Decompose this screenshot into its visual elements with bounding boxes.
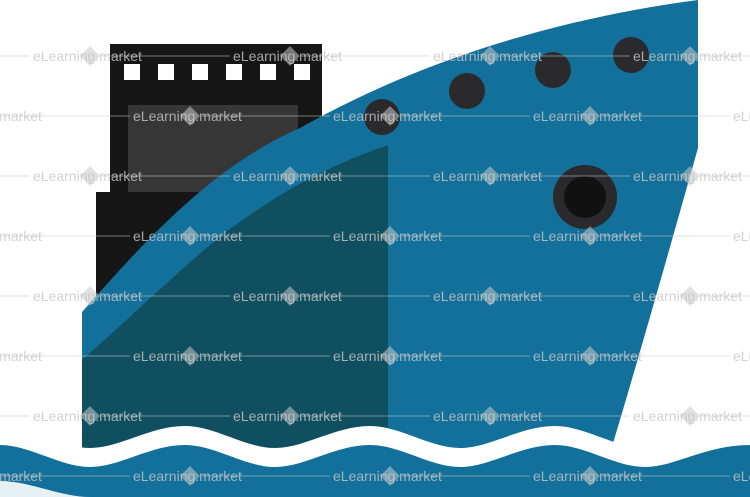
- diamond-badge-icon: [280, 286, 300, 306]
- diamond-badge-icon: [380, 346, 400, 366]
- cabin-windows: [110, 64, 322, 80]
- diamond-badge-icon: [380, 466, 400, 486]
- diamond-badge-icon: [180, 346, 200, 366]
- diamond-badge-icon: [480, 166, 500, 186]
- diamond-badge-icon: [280, 406, 300, 426]
- diamond-badge-icon: [580, 466, 600, 486]
- diamond-badge-icon: [380, 226, 400, 246]
- diamond-badge-icon: [680, 286, 700, 306]
- porthole-icon: [535, 52, 571, 88]
- watermark-text: eLearning.market: [733, 228, 750, 244]
- watermark-layer: eLearning.market eLearning.market eLearnin…: [0, 46, 750, 486]
- diamond-badge-icon: [580, 346, 600, 366]
- diamond-badge-icon: [380, 106, 400, 126]
- diamond-badge-icon: [80, 406, 100, 426]
- watermark-text: eLearning.market: [733, 348, 750, 364]
- diamond-badge-icon: [480, 46, 500, 66]
- wave-light: [0, 481, 90, 497]
- watermark-text: eLearning.market: [733, 468, 750, 484]
- diamond-badge-icon: [280, 46, 300, 66]
- diamond-badge-icon: [480, 406, 500, 426]
- diamond-badge-icon: [80, 166, 100, 186]
- hull-shadow: [82, 145, 388, 460]
- wave-icon: [0, 445, 750, 497]
- portholes: [364, 37, 649, 229]
- diamond-badge-icon: [180, 226, 200, 246]
- diamond-badge-icon: [480, 286, 500, 306]
- porthole-icon: [449, 73, 485, 109]
- diamond-badge-icon: [80, 46, 100, 66]
- diamond-badge-icon: [180, 106, 200, 126]
- diamond-badge-icon: [180, 466, 200, 486]
- porthole-inner: [564, 176, 606, 218]
- diamond-badge-icon: [280, 166, 300, 186]
- porthole-icon: [613, 37, 649, 73]
- diamond-badge-icon: [80, 286, 100, 306]
- diamond-badge-icon: [680, 406, 700, 426]
- watermark-text: eLearning.market: [733, 108, 750, 124]
